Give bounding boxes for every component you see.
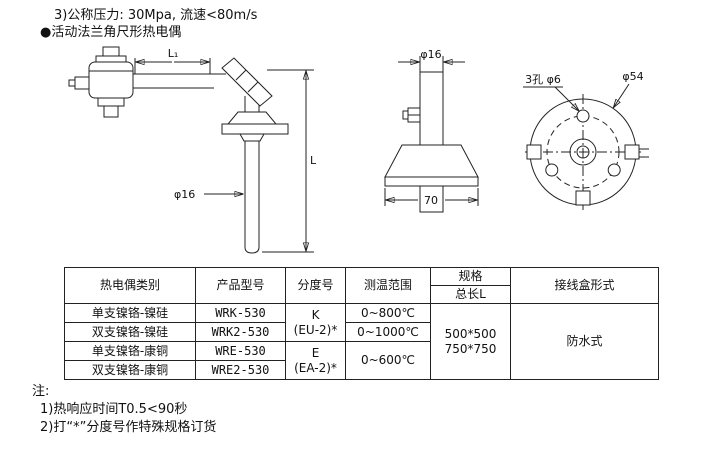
- note-1: 1)热响应时间T0.5<90秒: [40, 402, 188, 417]
- category-cell: 单支镍铬-康铜: [64, 341, 196, 361]
- probe-dia-label: φ16: [174, 188, 195, 201]
- graduation-cell: K (EU-2)*: [285, 303, 346, 342]
- category-cell: 双支镍铬-康铜: [64, 360, 196, 380]
- horizontal-tube: [133, 73, 226, 89]
- side-view-drawing: L₁ φ16 L: [68, 46, 317, 254]
- range-cell: 0~800℃: [345, 303, 431, 323]
- dim-l1-label: L₁: [168, 47, 179, 60]
- spec-value: 750*750: [444, 341, 497, 356]
- upper-tube: [419, 71, 444, 146]
- pressure-spec-line: 3)公称压力: 30Mpa, 流速<80m/s: [54, 8, 258, 23]
- category-cell: 单支镍铬-镍硅: [64, 303, 196, 323]
- header-graduation: 分度号: [285, 267, 346, 304]
- junction-cell: 防水式: [510, 303, 659, 380]
- spec-table: 热电偶类别 产品型号 分度号 测温范围 规格 接线盒形式 总长L 单支镍铬-镍硅…: [64, 267, 659, 380]
- probe-diameter-callout: φ16: [174, 188, 243, 201]
- front-view-drawing: φ16 70: [384, 48, 479, 213]
- dim-l-label: L: [310, 154, 317, 167]
- header-junction: 接线盒形式: [510, 267, 659, 304]
- outer-dia-label: φ54: [622, 70, 643, 83]
- table-row: 双支镍铬-康铜 WRE2-530: [64, 360, 659, 380]
- model-cell: WRK2-530: [195, 322, 286, 342]
- front-dia-label: φ16: [420, 48, 441, 61]
- graduation-cell: E (EA-2)*: [285, 341, 346, 380]
- range-cell: 0~600℃: [345, 341, 431, 380]
- dimension-l: L: [262, 69, 317, 253]
- header-spec: 规格: [430, 267, 511, 286]
- model-cell: WRK-530: [195, 303, 286, 323]
- flange-bell: [384, 144, 479, 187]
- note-2: 2)打“*”分度号作特殊规格订货: [40, 420, 217, 435]
- graduation-code: E: [311, 345, 320, 360]
- graduation-note: (EU-2)*: [293, 322, 338, 337]
- lower-tube: [419, 185, 444, 213]
- range-cell: 0~1000℃: [345, 322, 431, 342]
- flange: [221, 111, 289, 142]
- table-row: 单支镍铬-康铜 WRE-530 E (EA-2)* 0~600℃: [64, 341, 659, 380]
- notes-label: 注:: [32, 384, 50, 399]
- section-title: ●活动法兰角尺形热电偶: [40, 25, 182, 40]
- header-range: 测温范围: [345, 267, 431, 304]
- elbow-joint: [221, 57, 273, 107]
- header-model: 产品型号: [195, 267, 286, 304]
- notes-section: 注: 1)热响应时间T0.5<90秒 2)打“*”分度号作特殊规格订货: [32, 383, 216, 437]
- dimension-l1: L₁: [134, 47, 211, 74]
- base-width-label: 70: [424, 194, 438, 207]
- header-spec-sub: 总长L: [430, 285, 511, 304]
- dimension-base-width: 70: [384, 188, 479, 207]
- header-category: 热电偶类别: [64, 267, 196, 304]
- bolt-holes: [545, 109, 621, 177]
- graduation-code: K: [311, 307, 320, 322]
- table-row: 单支镍铬-镍硅 WRK-530 K (EU-2)* 0~800℃ 500*500…: [64, 303, 659, 380]
- table-row: 双支镍铬-镍硅 WRK2-530 0~1000℃: [64, 322, 659, 342]
- holes-callout: 3孔 φ6: [523, 73, 579, 111]
- outer-dia-callout: φ54: [614, 70, 644, 108]
- model-cell: WRE2-530: [195, 360, 286, 380]
- top-view-drawing: 3孔 φ6 φ54: [523, 70, 649, 210]
- clamp-tabs: [526, 144, 649, 206]
- holes-label: 3孔 φ6: [525, 73, 561, 86]
- spec-cell: 500*500 750*750: [430, 303, 511, 380]
- graduation-note: (EA-2)*: [294, 360, 337, 375]
- model-cell: WRE-530: [195, 341, 286, 361]
- clamp-screw: [402, 107, 421, 123]
- dimension-top-dia: φ16: [398, 48, 465, 72]
- category-cell: 双支镍铬-镍硅: [64, 322, 196, 342]
- junction-box-head: [68, 46, 134, 118]
- spec-value: 500*500: [444, 326, 497, 341]
